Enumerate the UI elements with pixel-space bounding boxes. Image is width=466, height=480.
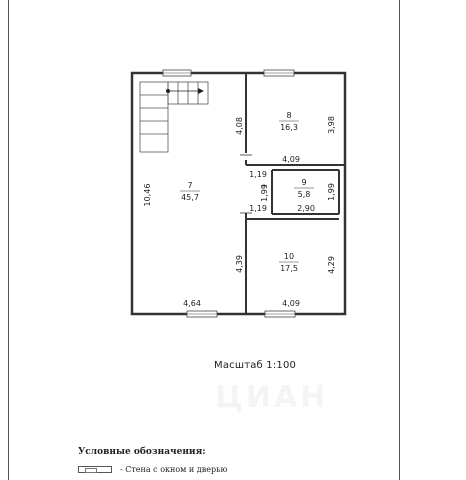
- legend-item: - Стена с окном и дверью: [78, 463, 227, 475]
- room-8-label: 8 16,3: [279, 111, 299, 132]
- room-9-number: 9: [301, 178, 306, 187]
- frame-left-line: [8, 0, 9, 480]
- dim-398: 3,98: [327, 116, 336, 134]
- dim-409-bottom: 4,09: [282, 299, 300, 308]
- room-8-number: 8: [286, 111, 291, 120]
- dim-199-left: 1,99: [260, 184, 269, 202]
- room-8-area: 16,3: [280, 123, 298, 132]
- frame-right-line: [399, 0, 400, 480]
- window-top-right: [263, 69, 295, 77]
- wall-window-door-symbol: [78, 465, 112, 473]
- window-top-left: [162, 69, 192, 77]
- room-10-area: 17,5: [280, 264, 298, 273]
- window-bottom-right: [264, 310, 296, 318]
- staircase: [139, 81, 209, 153]
- scale-label: Масштаб 1:100: [214, 360, 297, 371]
- room-9-area: 5,8: [298, 190, 311, 199]
- room-9-label: 9 5,8: [294, 178, 314, 199]
- watermark: ЦИАН: [215, 380, 328, 415]
- dim-199-right: 1,99: [327, 183, 336, 201]
- dim-409-top: 4,09: [282, 155, 300, 164]
- legend-item-label: - Стена с окном и дверью: [120, 464, 228, 474]
- dimension-ticks: [240, 154, 267, 214]
- window-bottom-left: [186, 310, 218, 318]
- dim-439: 4,39: [235, 255, 244, 273]
- dim-119-top: 1,19: [249, 170, 267, 179]
- room-10-label: 10 17,5: [279, 252, 299, 273]
- dim-290: 2,90: [297, 204, 315, 213]
- dim-429: 4,29: [327, 256, 336, 274]
- legend-title: Условные обозначения:: [78, 447, 206, 457]
- dim-119-bottom: 1,19: [249, 204, 267, 213]
- room-7-number: 7: [187, 181, 192, 190]
- outer-wall: [130, 71, 347, 316]
- room-7-area: 45,7: [181, 193, 199, 202]
- dim-464: 4,64: [183, 299, 201, 308]
- room-10-number: 10: [284, 252, 294, 261]
- room-7-label: 7 45,7: [180, 181, 200, 202]
- dim-408: 4,08: [235, 117, 244, 135]
- interior-walls: [245, 73, 345, 314]
- dim-left-height: 10,46: [143, 184, 152, 207]
